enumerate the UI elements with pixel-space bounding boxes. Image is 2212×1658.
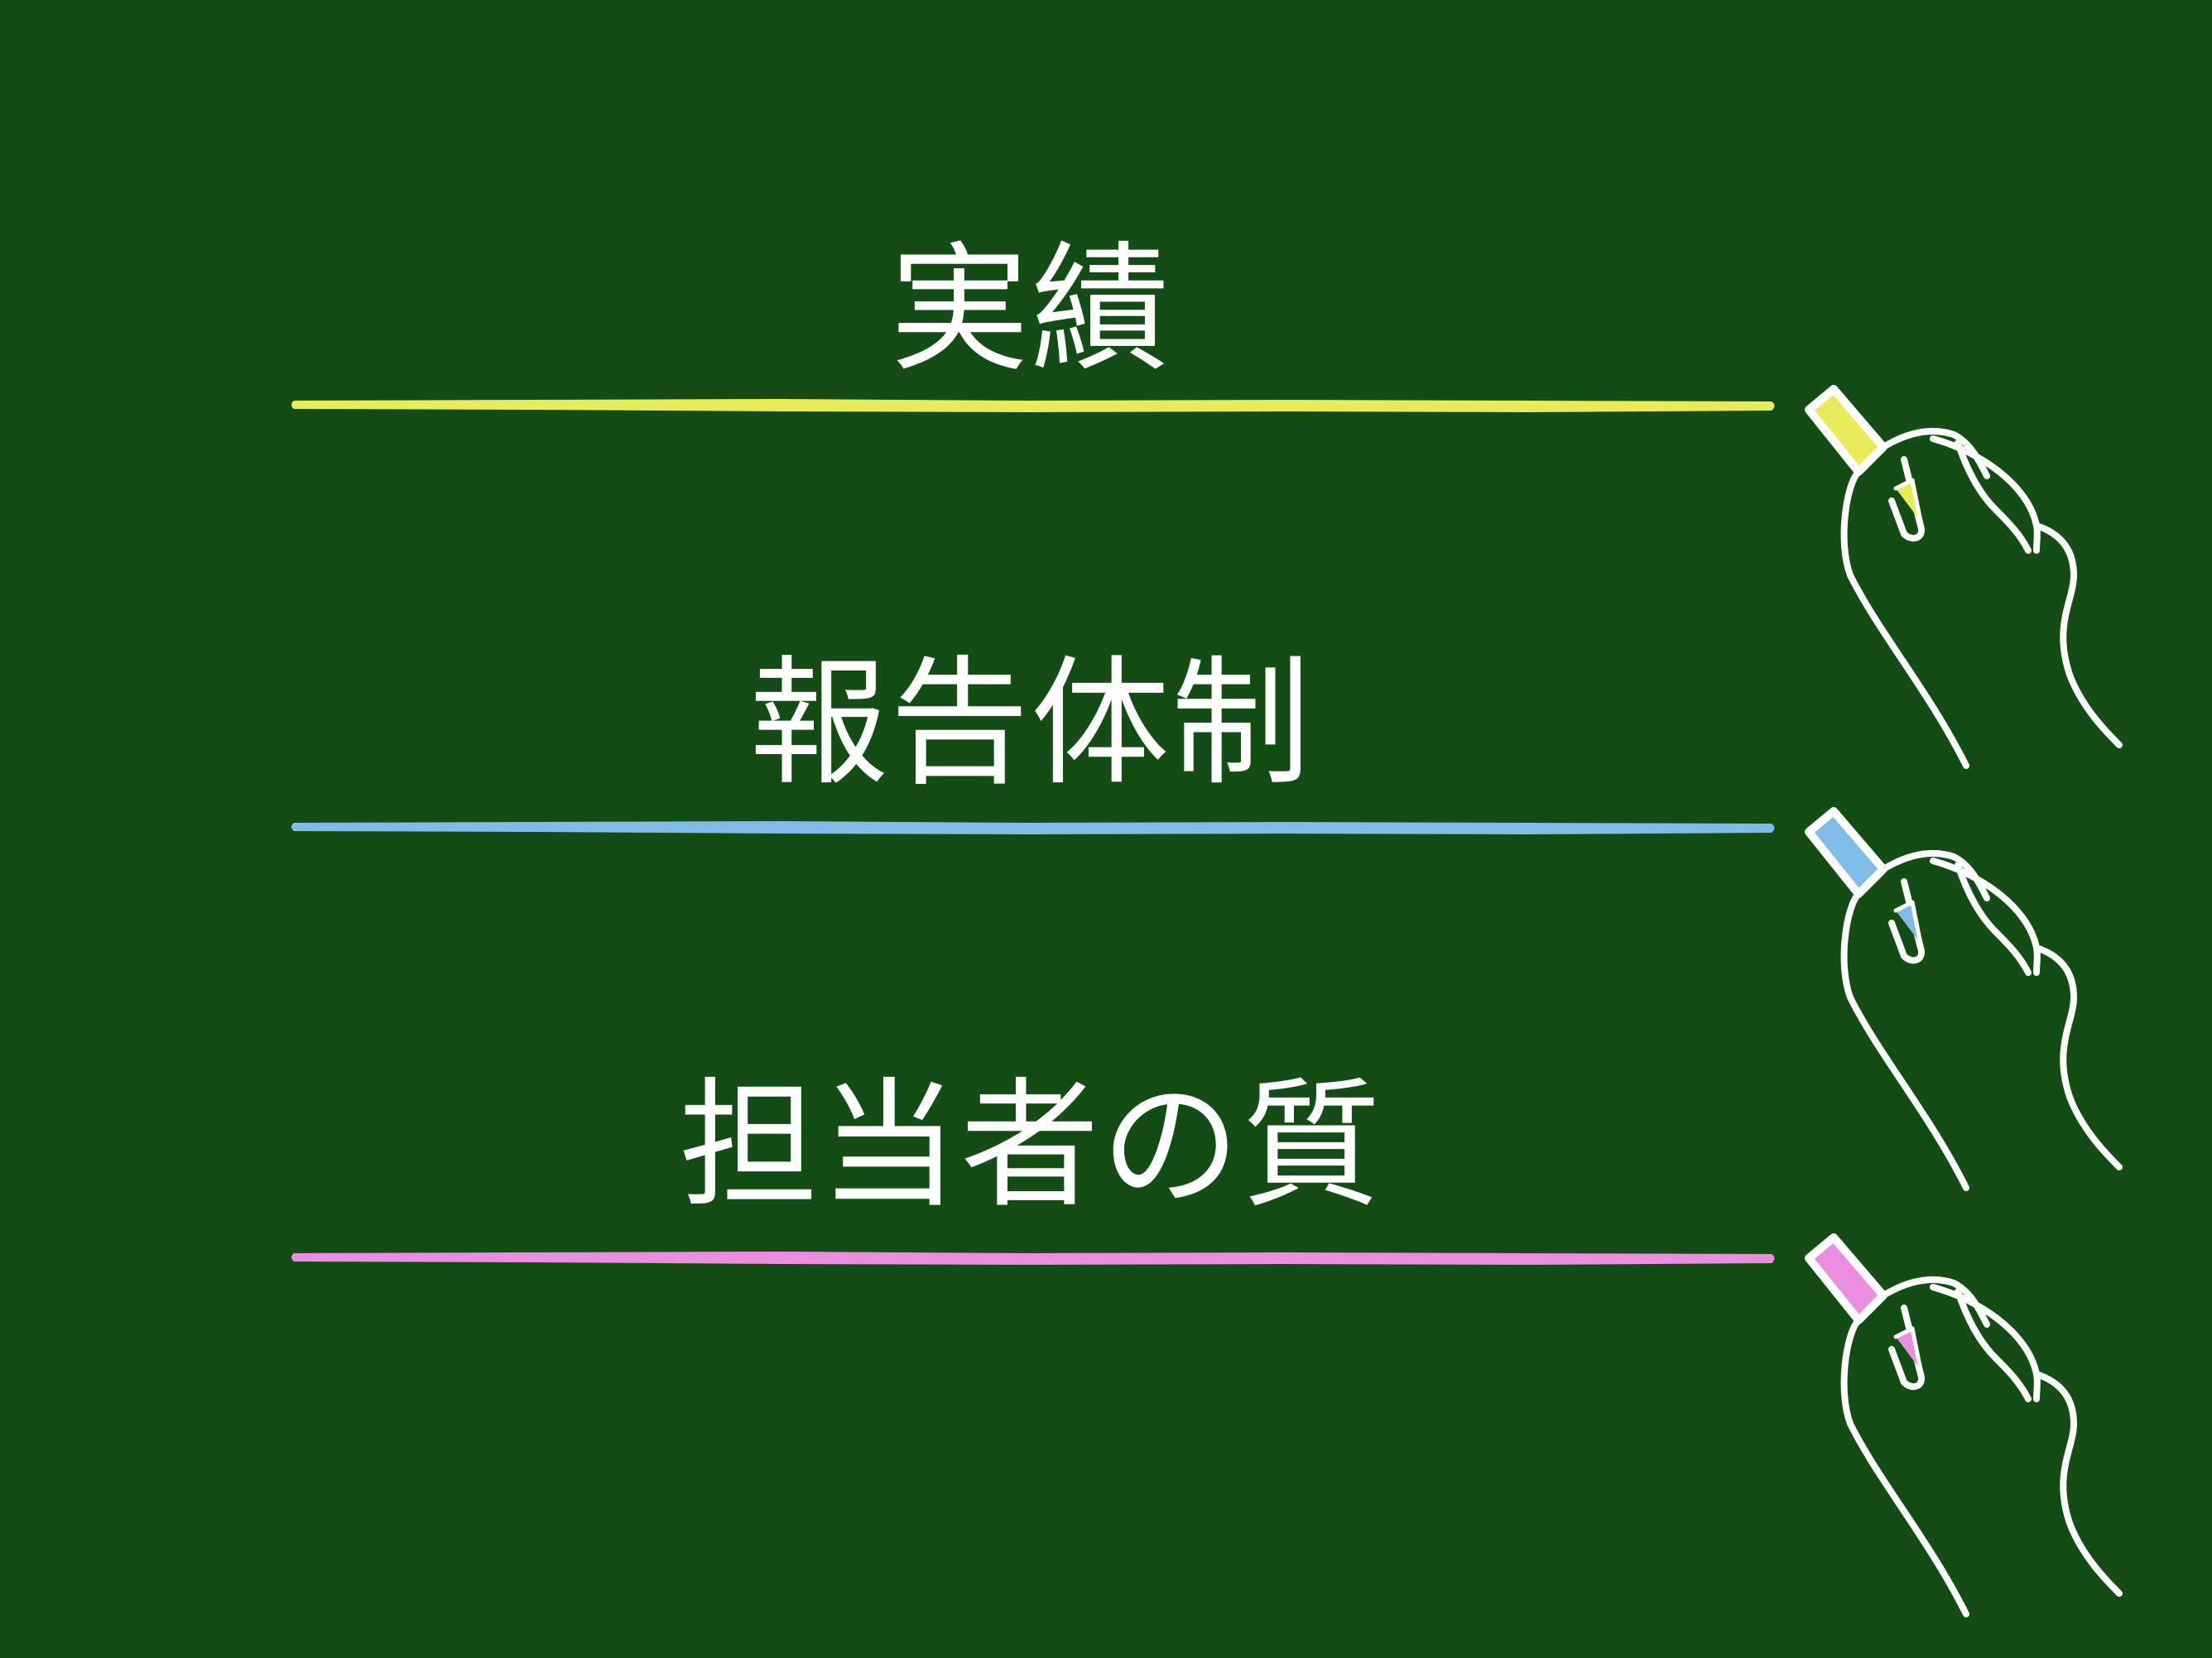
hand-holding-chalk-icon	[1788, 377, 2136, 774]
chalk-underline-blue	[286, 818, 1780, 836]
chalk-underline-pink	[286, 1248, 1780, 1266]
item-heading: 実績	[890, 228, 1171, 391]
item-heading: 報告体制	[749, 642, 1312, 805]
item-heading: 担当者の質	[679, 1064, 1382, 1227]
chalk-underline-yellow	[286, 396, 1780, 414]
hand-holding-chalk-icon	[1788, 799, 2136, 1196]
hand-holding-chalk-icon	[1788, 1225, 2136, 1622]
